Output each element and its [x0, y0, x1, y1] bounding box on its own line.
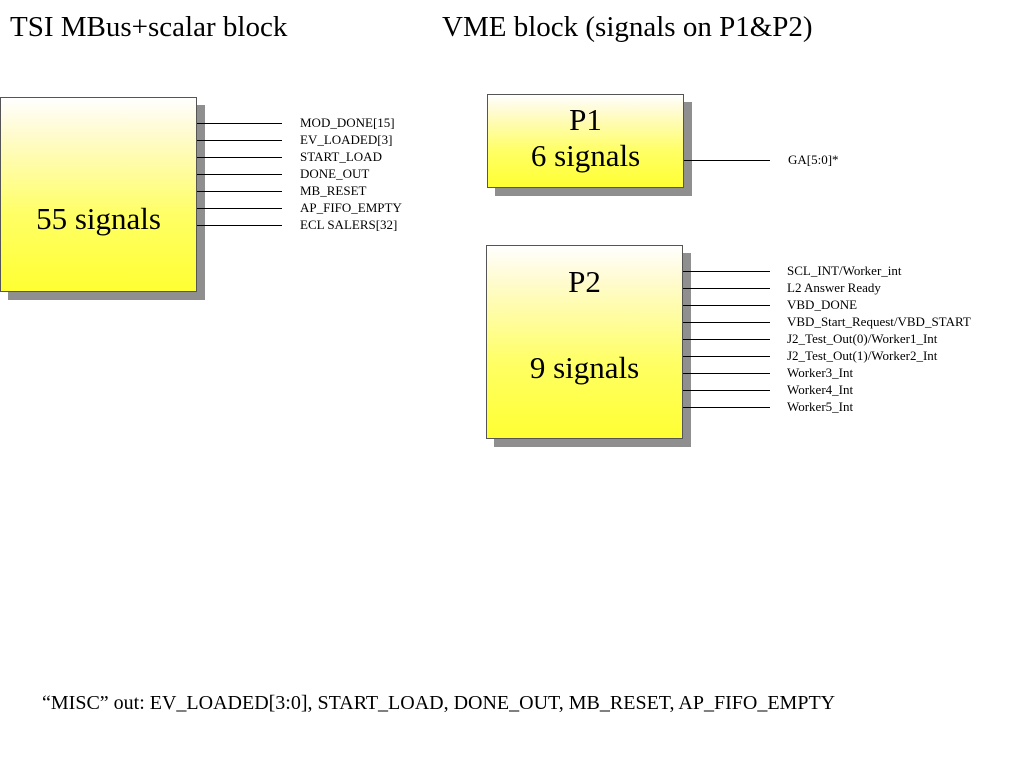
signal-label: Worker4_Int: [787, 382, 854, 397]
signal-label: MB_RESET: [300, 183, 367, 198]
signal-label: MOD_DONE[15]: [300, 115, 395, 130]
signal-label: GA[5:0]*: [788, 152, 839, 167]
tsi-block-heading: TSI MBus+scalar block: [10, 11, 288, 43]
signal-wire: [197, 157, 282, 158]
signal-label: Worker5_Int: [787, 399, 854, 414]
p1-block: P1 6 signals: [487, 94, 684, 188]
signal-wire: [683, 373, 770, 374]
signal-label: START_LOAD: [300, 149, 382, 164]
signal-label: ECL SALERS[32]: [300, 217, 398, 232]
signal-label: L2 Answer Ready: [787, 280, 881, 295]
tsi-block-label: 55 signals: [36, 201, 161, 236]
signal-label: J2_Test_Out(0)/Worker1_Int: [787, 331, 938, 346]
signal-label: AP_FIFO_EMPTY: [300, 200, 402, 215]
signal-label: DONE_OUT: [300, 166, 370, 181]
signal-label: VBD_Start_Request/VBD_START: [787, 314, 971, 329]
signal-wire: [197, 174, 282, 175]
signal-wire: [197, 191, 282, 192]
p1-block-name: P1: [569, 102, 602, 137]
signal-wire: [683, 305, 770, 306]
p2-block-label: 9 signals: [529, 350, 640, 385]
signal-label: J2_Test_Out(1)/Worker2_Int: [787, 348, 938, 363]
signal-wire: [197, 140, 282, 141]
signal-wire: [683, 271, 770, 272]
p2-block-name: P2: [568, 264, 601, 299]
signal-wire: [683, 288, 770, 289]
signal-wire: [197, 123, 282, 124]
vme-block-heading: VME block (signals on P1&P2): [442, 11, 813, 43]
tsi-block: 55 signals: [0, 97, 197, 292]
misc-out-note: “MISC” out: EV_LOADED[3:0], START_LOAD, …: [42, 692, 836, 714]
signal-wire: [683, 356, 770, 357]
signal-wire: [197, 208, 282, 209]
p2-block: P2 9 signals: [486, 245, 683, 439]
signal-label: VBD_DONE: [787, 297, 858, 312]
signal-label: EV_LOADED[3]: [300, 132, 393, 147]
signal-wire: [683, 339, 770, 340]
signal-wire: [684, 160, 770, 161]
signal-label: Worker3_Int: [787, 365, 854, 380]
signal-wire: [683, 322, 770, 323]
p1-block-label: 6 signals: [530, 138, 641, 173]
signal-wire: [197, 225, 282, 226]
signal-label: SCL_INT/Worker_int: [787, 263, 902, 278]
signal-wire: [683, 407, 770, 408]
signal-wire: [683, 390, 770, 391]
